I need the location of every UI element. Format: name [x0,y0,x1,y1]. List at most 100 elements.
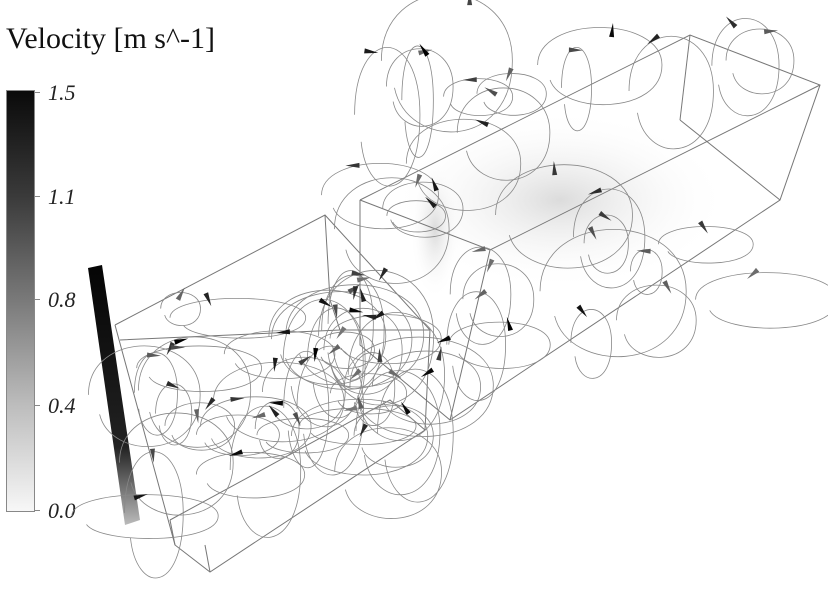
flow-arrow [471,246,486,252]
streamline [456,87,551,181]
flow-arrow [506,316,513,332]
streamline [657,226,754,264]
streamline [200,396,312,459]
streamline [570,309,612,379]
streamline [296,345,364,476]
flow-arrow [343,405,358,411]
streamline [334,427,442,519]
streamline [133,352,178,436]
streamline [630,249,663,295]
streamline [539,228,687,358]
streamline [164,402,236,451]
streamline [318,269,435,406]
flow-arrow [356,277,371,283]
flow-arrow [251,412,266,419]
streamline [711,18,780,117]
flow-arrows [133,0,779,501]
flow-arrow [230,396,245,402]
streamline [583,214,629,274]
colorbar-label: 1.1 [48,184,76,209]
flow-arrow [425,196,437,209]
streamline [155,383,193,446]
flow-arrow [609,23,615,38]
streamline [443,78,514,116]
streamline [223,330,336,379]
colorbar-label: 0.8 [48,287,76,312]
flow-arrow [228,449,243,457]
flow-arrow [146,352,162,358]
flow-arrow [203,292,212,307]
flow-arrow [193,409,199,424]
colorbar-tick [35,196,40,197]
flow-arrow [175,287,185,301]
flow-arrow [698,220,708,234]
flow-arrow [636,248,651,254]
flow-arrow [598,210,612,221]
streamline [382,181,464,238]
flow-arrow [467,0,473,6]
streamline [401,45,434,158]
streamline [136,345,262,392]
streamline [449,246,512,345]
flow-arrow [763,29,779,35]
flow-arrow [505,67,514,82]
streamline [462,263,535,337]
legend-title: Velocity [m s^-1] [6,22,216,55]
streamline [119,412,234,516]
flow-arrow [298,355,312,366]
streamline [446,291,506,401]
flow-arrow [474,288,488,300]
streamline [262,356,346,430]
flow-arrow [133,494,148,501]
flow-arrow [353,285,359,301]
flow-arrow [431,177,439,192]
streamline [349,352,396,426]
colorbar-tick [35,405,40,406]
flow-arrow [662,280,672,294]
flow-arrow [377,347,383,363]
streamline [160,292,201,327]
inlet-jet [88,265,140,525]
streamline [695,272,828,329]
flow-arrow [747,267,760,279]
flow-arrow [364,48,379,54]
streamline [196,414,280,456]
streamline [314,331,375,369]
flow-arrow [587,226,597,240]
flow-arrow [268,404,280,418]
streamline [271,291,413,390]
flow-arrow [484,87,498,97]
streamline [371,350,481,425]
colorbar-tick [35,299,40,300]
flow-arrow [345,162,360,168]
flow-arrow [647,33,661,45]
flow-arrow [205,397,216,410]
flow-arrow [272,357,278,372]
right-tank-outline [359,34,821,421]
flow-arrow [318,297,332,308]
streamline [323,307,403,395]
flow-arrow [174,338,189,345]
flow-arrow [171,344,186,350]
streamline [561,46,592,132]
flow-arrow [587,187,603,195]
streamline [306,307,366,419]
colorbar-label: 0.4 [48,393,76,418]
flow-arrow [436,335,451,343]
streamline [537,27,663,105]
streamline [725,28,795,95]
flow-arrow [268,400,283,406]
streamline [376,368,454,503]
colorbar-tick [35,510,40,511]
right-tank-haze [390,110,730,300]
flow-arrow [292,412,301,426]
flow-arrow [475,119,489,128]
flow-arrow [415,173,423,188]
streamline [405,118,522,211]
streamline [256,417,350,454]
colorbar-tick [35,92,40,93]
flow-arrow [149,448,155,463]
flow-arrow [357,394,364,410]
flow-arrow [362,314,377,320]
